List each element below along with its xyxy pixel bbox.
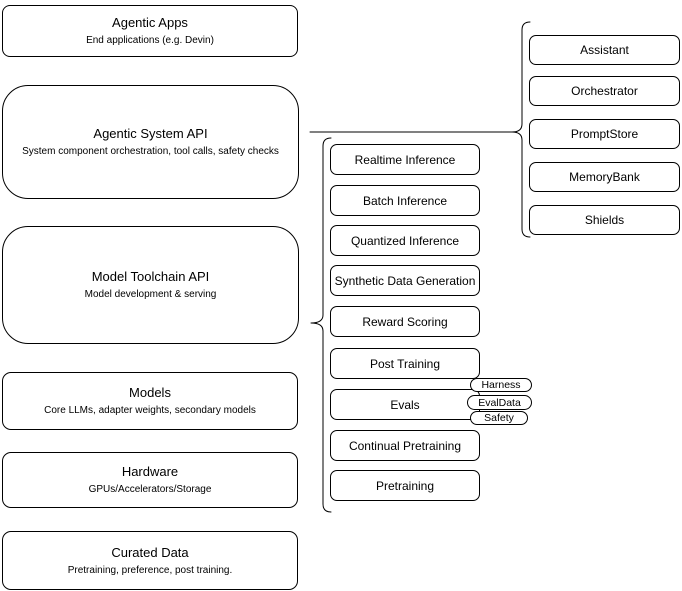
box-hardware-title: Hardware [121,464,179,479]
box-promptstore: PromptStore [529,119,680,149]
pill-harness: Harness [470,378,532,392]
box-pretraining: Pretraining [330,470,480,501]
box-assistant: Assistant [529,35,680,65]
box-batch-inference: Batch Inference [330,185,480,216]
box-models-subtitle: Core LLMs, adapter weights, secondary mo… [44,405,256,416]
box-continual-pretraining: Continual Pretraining [330,430,480,461]
box-hardware: Hardware GPUs/Accelerators/Storage [2,452,298,508]
box-model-toolchain-api: Model Toolchain API Model development & … [2,226,299,344]
box-models-title: Models [129,385,171,400]
box-curated-data-title: Curated Data [111,544,189,560]
box-agentic-system-api-subtitle: System component orchestration, tool cal… [22,146,279,157]
box-curated-data-subtitle: Pretraining, preference, post training. [67,564,233,576]
box-reward-scoring: Reward Scoring [330,306,480,337]
box-memorybank: MemoryBank [529,162,680,192]
box-post-training: Post Training [330,348,480,379]
box-evals: Evals [330,389,480,420]
box-hardware-subtitle: GPUs/Accelerators/Storage [88,484,212,495]
box-model-toolchain-api-subtitle: Model development & serving [84,289,217,300]
box-agentic-system-api-title: Agentic System API [93,126,208,141]
pill-safety: Safety [470,411,528,425]
box-agentic-apps: Agentic Apps End applications (e.g. Devi… [2,5,298,57]
box-model-toolchain-api-title: Model Toolchain API [91,269,210,284]
box-agentic-system-api: Agentic System API System component orch… [2,85,299,199]
box-models: Models Core LLMs, adapter weights, secon… [2,372,298,430]
box-agentic-apps-subtitle: End applications (e.g. Devin) [86,35,214,46]
box-curated-data: Curated Data Pretraining, preference, po… [2,531,298,590]
box-realtime-inference: Realtime Inference [330,144,480,175]
box-synthetic-data-generation: Synthetic Data Generation [330,265,480,296]
pill-evaldata: EvalData [467,395,532,410]
box-agentic-apps-title: Agentic Apps [112,15,188,30]
box-quantized-inference: Quantized Inference [330,225,480,256]
box-shields: Shields [529,205,680,235]
brace-toolchain-components [310,137,332,513]
brace-system-components [511,21,531,238]
box-orchestrator: Orchestrator [529,76,680,106]
